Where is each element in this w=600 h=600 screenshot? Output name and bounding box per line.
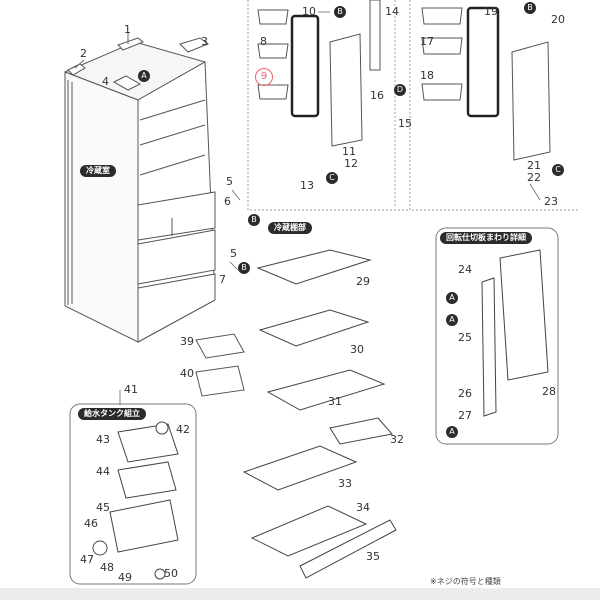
door-bins-left: [257, 9, 289, 100]
part-number-41: 41: [124, 383, 138, 396]
door-gasket-right: [466, 6, 500, 118]
part-40: [195, 365, 245, 397]
water-tank-label: 給水タンク組立: [78, 408, 146, 420]
leader-lines: [119, 11, 541, 405]
screw-mark-d: D: [394, 84, 406, 96]
part-number-16: 16: [370, 89, 384, 102]
screw-mark-b-mid2: B: [238, 262, 250, 274]
part-number-27: 27: [458, 409, 472, 422]
part-number-29: 29: [356, 275, 370, 288]
part-number-17: 17: [420, 35, 434, 48]
part-number-31: 31: [328, 395, 342, 408]
part-number-39: 39: [180, 335, 194, 348]
part-number-9: 9: [255, 68, 273, 86]
part-number-47: 47: [80, 553, 94, 566]
part-number-3: 3: [201, 35, 208, 48]
part-number-43: 43: [96, 433, 110, 446]
door-hinge-strip: [369, 0, 381, 71]
part-number-50: 50: [164, 567, 178, 580]
screw-note: ※ネジの符号と種類: [430, 577, 501, 586]
part-number-35: 35: [366, 550, 380, 563]
part-number-22: 22: [527, 171, 541, 184]
part-number-15: 15: [398, 117, 412, 130]
part-number-46: 46: [84, 517, 98, 530]
part-number-2: 2: [80, 47, 87, 60]
dashed-frame-right: [409, 0, 580, 211]
shelves: [242, 249, 397, 579]
rotating-partition-label: 回転仕切板まわり詳細: [440, 232, 532, 244]
screw-mark-a-r1: A: [446, 292, 458, 304]
part-number-19: 19: [484, 5, 498, 18]
screw-mark-b-mid1: B: [248, 214, 260, 226]
part-number-25: 25: [458, 331, 472, 344]
part-number-12: 12: [344, 157, 358, 170]
rotating-partition-box: [435, 227, 559, 445]
footer-bar: [0, 588, 600, 600]
part-number-24: 24: [458, 263, 472, 276]
part-number-28: 28: [542, 385, 556, 398]
door-panel-right: [511, 41, 551, 161]
part-number-5b: 5: [230, 247, 237, 260]
screw-mark-c-right: C: [552, 164, 564, 176]
part-number-10: 10: [302, 5, 316, 18]
water-tank-box: [69, 403, 197, 585]
part-number-34: 34: [356, 501, 370, 514]
door-panel-left: [329, 33, 363, 147]
part-number-6: 6: [224, 195, 231, 208]
fridge-shelves-label: 冷蔵棚部: [268, 222, 312, 234]
water-tank-parts: [92, 421, 179, 580]
door-gasket: [290, 14, 320, 118]
rotating-partition-parts: [481, 249, 549, 417]
part-number-23: 23: [544, 195, 558, 208]
part-number-5: 5: [226, 175, 233, 188]
screw-mark-a-top: A: [138, 70, 150, 82]
part-number-45: 45: [96, 501, 110, 514]
part-number-26: 26: [458, 387, 472, 400]
refrigerator-body: [63, 37, 216, 343]
door-bins-right: [421, 7, 463, 101]
screw-mark-b-top: B: [334, 6, 346, 18]
screw-mark-b-right: B: [524, 2, 536, 14]
part-number-32: 32: [390, 433, 404, 446]
part-number-20: 20: [551, 13, 565, 26]
part-number-7: 7: [219, 273, 226, 286]
part-number-1: 1: [124, 23, 131, 36]
part-number-13: 13: [300, 179, 314, 192]
screw-mark-a-r3: A: [446, 426, 458, 438]
screw-mark-a-r2: A: [446, 314, 458, 326]
screw-mark-c-mid: C: [326, 172, 338, 184]
part-number-18: 18: [420, 69, 434, 82]
part-number-40: 40: [180, 367, 194, 380]
dashed-frame-door: [247, 0, 410, 211]
fridge-compartment-label: 冷蔵室: [80, 165, 116, 177]
part-number-30: 30: [350, 343, 364, 356]
part-3-shape: [179, 37, 210, 53]
part-number-49: 49: [118, 571, 132, 584]
part-number-21: 21: [527, 159, 541, 172]
part-number-48: 48: [100, 561, 114, 574]
part-number-14: 14: [385, 5, 399, 18]
part-number-42: 42: [176, 423, 190, 436]
part-number-44: 44: [96, 465, 110, 478]
part-39: [195, 333, 245, 359]
part-number-8: 8: [260, 35, 267, 48]
part-number-33: 33: [338, 477, 352, 490]
part-number-4: 4: [102, 75, 109, 88]
part-number-11: 11: [342, 145, 356, 158]
